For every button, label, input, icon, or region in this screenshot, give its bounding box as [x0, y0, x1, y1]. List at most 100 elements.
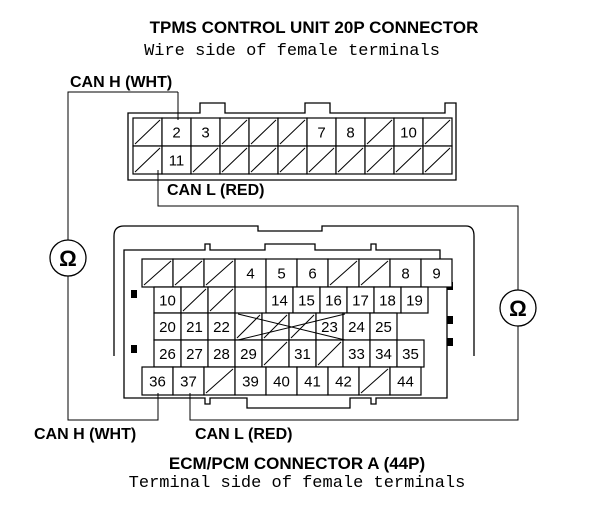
pin-cell: 24: [342, 312, 371, 341]
pin-number: 41: [304, 374, 321, 391]
pin-number: 14: [271, 293, 288, 310]
pin-number: 7: [317, 125, 325, 142]
pin-cell: 37: [172, 366, 205, 396]
pin-number: 36: [149, 374, 166, 391]
pin-number: 5: [277, 266, 285, 283]
pin-number: 4: [246, 266, 254, 283]
blank-pin-cell: [327, 258, 360, 288]
latch-mark: [131, 290, 137, 298]
blank-pin-cell: [335, 145, 366, 175]
top-connector-title: TPMS CONTROL UNIT 20P CONNECTOR: [150, 18, 479, 37]
pin-number: 31: [294, 346, 311, 363]
blank-pin-cell: [277, 145, 308, 175]
pin-number: 40: [273, 374, 290, 391]
pin-number: 8: [401, 266, 409, 283]
pin-cell: 15: [292, 286, 321, 314]
pin-number: 42: [335, 374, 352, 391]
blank-pin-cell: [364, 117, 395, 147]
pin-number: 16: [325, 293, 342, 310]
top-connector-subtitle: Wire side of female terminals: [144, 42, 440, 61]
pin-number: 24: [348, 319, 365, 336]
pin-number: 26: [159, 346, 176, 363]
blank-pin-cell: [364, 145, 395, 175]
pin-number: 28: [213, 346, 230, 363]
pin-number: 19: [406, 293, 423, 310]
pin-number: 25: [375, 319, 392, 336]
bottom-connector-title: ECM/PCM CONNECTOR A (44P): [169, 454, 425, 473]
blank-pin-cell: [393, 145, 424, 175]
pin-number: 27: [186, 346, 203, 363]
pin-cell: 18: [373, 286, 402, 314]
pin-number: 10: [159, 293, 176, 310]
pin-cell: 36: [141, 366, 174, 396]
blank-pin-cell: [203, 258, 236, 288]
blank-pin-cell: [141, 258, 174, 288]
pin-number: 18: [379, 293, 396, 310]
pin-cell: 10: [153, 286, 182, 314]
pin-cell: 10: [393, 117, 424, 147]
pin-cell: 21: [180, 312, 209, 341]
pin-cell: 31: [288, 339, 317, 368]
pin-cell: 14: [265, 286, 294, 314]
pin-number: 21: [186, 319, 203, 336]
blank-pin-cell: [248, 145, 279, 175]
pin-cell: 27: [180, 339, 209, 368]
latch-mark: [447, 338, 453, 346]
pin-cell: 42: [327, 366, 360, 396]
pin-cell: 26: [153, 339, 182, 368]
pin-cell: 29: [234, 339, 263, 368]
pin-cell: 22: [207, 312, 236, 341]
pin-number: 23: [321, 319, 338, 336]
blank-pin-cell: [207, 286, 236, 314]
pin-cell: 34: [369, 339, 398, 368]
pin-number: 17: [352, 293, 369, 310]
blank-pin-cell: [219, 145, 250, 175]
ecm-connector-shell: [113, 225, 475, 356]
blank-pin-cell: [219, 117, 250, 147]
blank-pin-cell: [358, 258, 391, 288]
pin-cell: 6: [296, 258, 329, 288]
blank-terminal-x: [237, 313, 346, 341]
right-ohm-icon: Ω: [509, 296, 527, 321]
pin-number: 20: [159, 319, 176, 336]
pin-cell: 8: [335, 117, 366, 147]
pin-cell: 25: [369, 312, 398, 341]
blank-pin-cell: [172, 258, 205, 288]
pin-cell: 7: [306, 117, 337, 147]
pin-cell: 9: [420, 258, 453, 288]
bottom-can-l-label: CAN L (RED): [195, 426, 292, 443]
blank-pin-cell: [132, 145, 163, 175]
pin-cell: 3: [190, 117, 221, 147]
blank-pin-cell: [422, 145, 453, 175]
blank-pin-cell: [132, 117, 163, 147]
pin-number: 11: [169, 153, 185, 170]
bottom-can-h-label: CAN H (WHT): [34, 426, 136, 443]
pin-cell: 39: [234, 366, 267, 396]
blank-pin-cell: [261, 339, 290, 368]
blank-pin-cell: [315, 339, 344, 368]
pin-number: 39: [242, 374, 259, 391]
right-ohmmeter: Ω: [499, 289, 537, 327]
blank-pin-cell: [248, 117, 279, 147]
pin-cell: 17: [346, 286, 375, 314]
pin-cell: 4: [234, 258, 267, 288]
pin-number: 10: [400, 125, 417, 142]
blank-pin-cell: [203, 366, 236, 396]
pin-number: 29: [240, 346, 257, 363]
pin-number: 34: [375, 346, 392, 363]
pin-number: 3: [201, 125, 209, 142]
blank-pin-cell: [277, 117, 308, 147]
pin-number: 6: [308, 266, 316, 283]
pin-cell: 35: [396, 339, 425, 368]
pin-cell: 33: [342, 339, 371, 368]
pin-number: 44: [397, 374, 414, 391]
bottom-connector-subtitle: Terminal side of female terminals: [129, 474, 466, 493]
pin-number: 15: [298, 293, 315, 310]
pin-number: 33: [348, 346, 365, 363]
blank-pin-cell: [180, 286, 209, 314]
pin-cell: 44: [389, 366, 422, 396]
pin-number: 2: [172, 125, 180, 142]
pin-number: 35: [402, 346, 419, 363]
